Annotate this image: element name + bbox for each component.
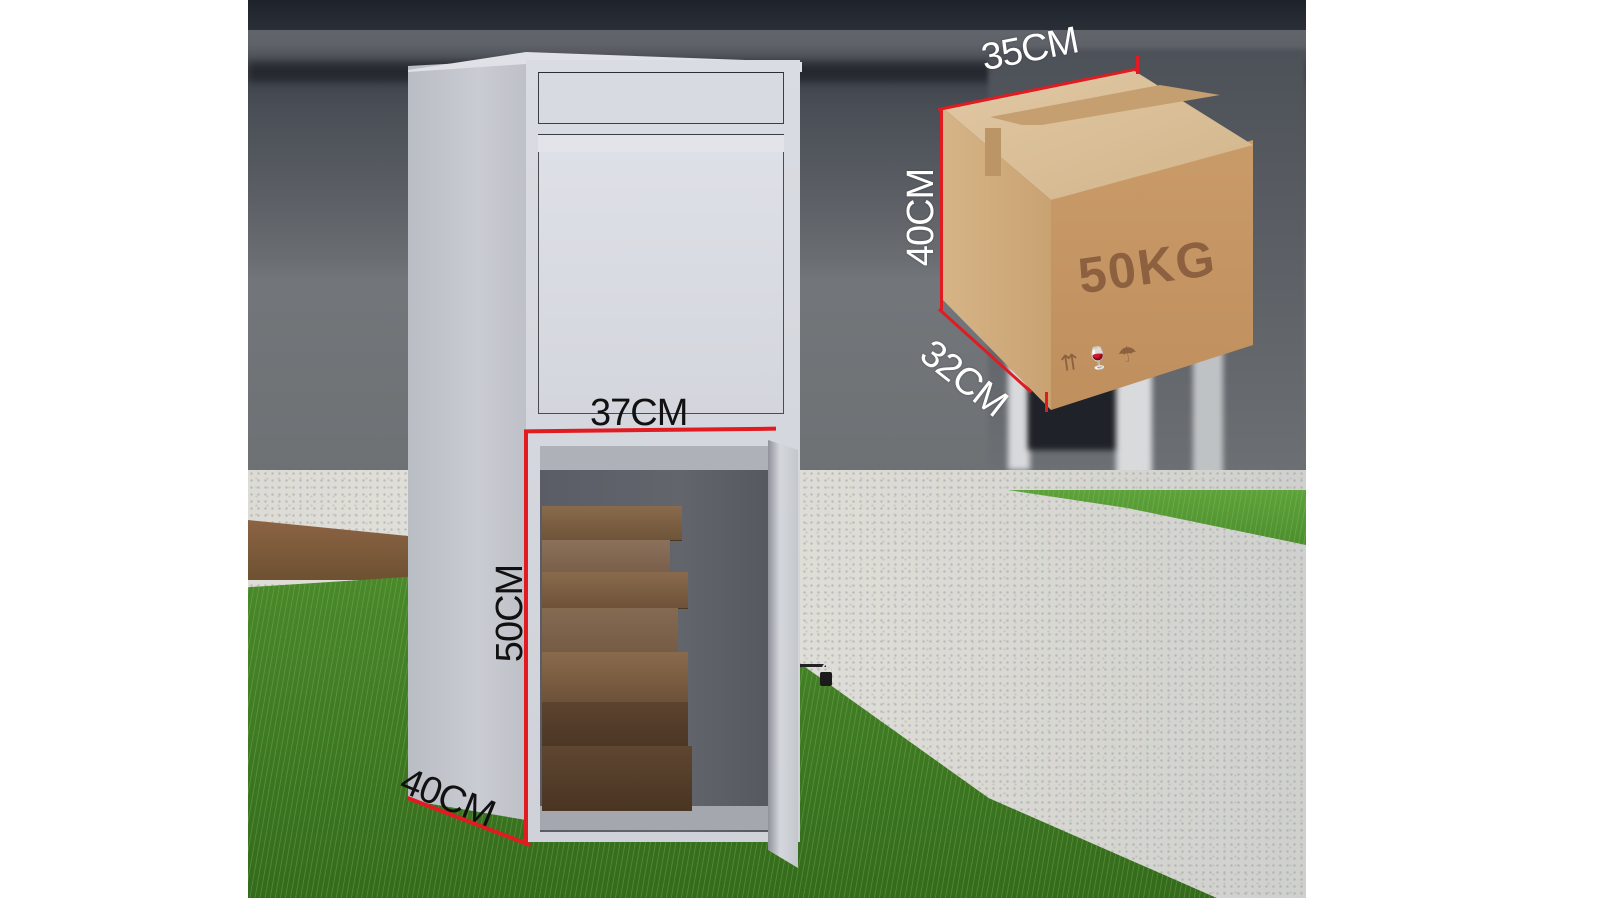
key-ring bbox=[822, 663, 834, 675]
parcel bbox=[542, 746, 692, 811]
inner-height-label: 50CM bbox=[489, 564, 532, 663]
parcel bbox=[542, 652, 688, 703]
parcel bbox=[542, 540, 670, 573]
compartment-top-chute bbox=[540, 446, 774, 470]
mailbox-flap-lip bbox=[538, 134, 784, 152]
mailbox-open-door bbox=[768, 440, 798, 868]
parcel bbox=[542, 506, 682, 541]
package-depth-tick bbox=[1045, 392, 1048, 412]
mailbox-side-panel bbox=[408, 60, 526, 820]
key-chain bbox=[800, 664, 826, 667]
package-height-label: 40CM bbox=[900, 168, 943, 267]
mailbox-parcel-flap bbox=[538, 152, 784, 414]
mailbox-letter-slot bbox=[538, 72, 784, 124]
key-icon bbox=[820, 672, 832, 686]
product-photo: 37CM 50CM 40CM 50KG ⇈ 🍷 ☂ 35CM 40CM 32CM bbox=[248, 0, 1306, 898]
package-tape-flap bbox=[985, 128, 1001, 176]
package-height-line bbox=[940, 110, 943, 310]
parcel bbox=[542, 608, 678, 653]
inner-width-label: 37CM bbox=[590, 392, 688, 434]
parcel bbox=[542, 702, 688, 747]
parcel bbox=[542, 572, 688, 609]
dimension-line-height bbox=[524, 430, 528, 842]
package-width-tick bbox=[1136, 56, 1139, 74]
